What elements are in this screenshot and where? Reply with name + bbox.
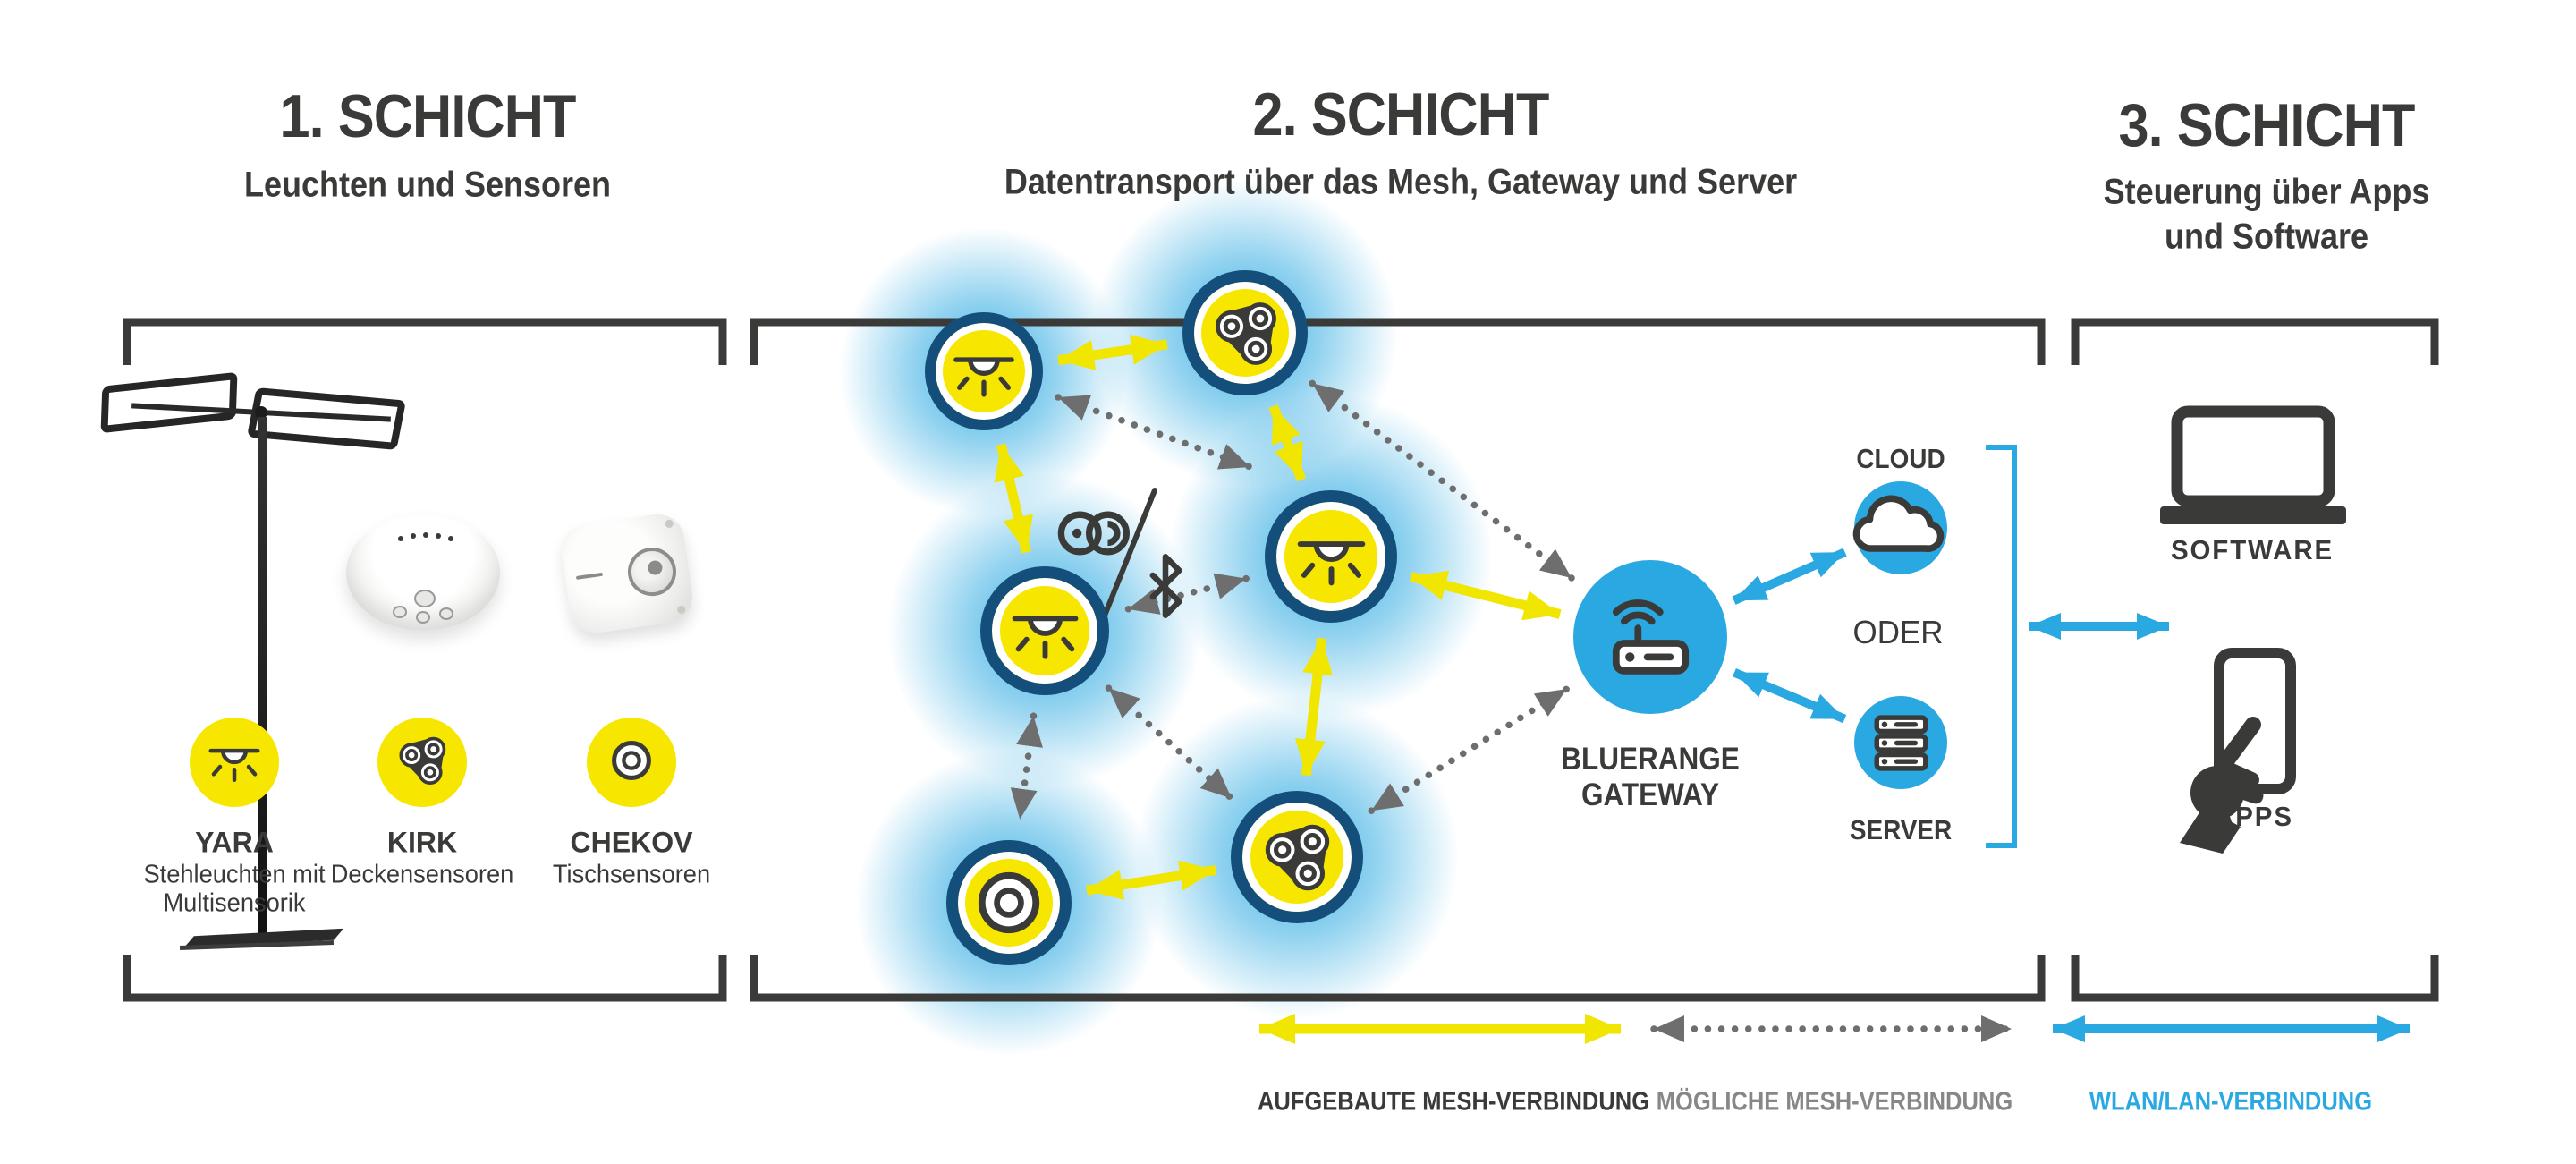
router-icon	[1593, 580, 1708, 695]
legend-wlan-label: WLAN/LAN-VERBINDUNG	[2089, 1087, 2373, 1117]
section-frame-4	[2071, 318, 2439, 365]
section-3-subtitle-line1: Steuerung über Apps	[2103, 172, 2430, 212]
kirk-name: KIRK	[386, 826, 458, 859]
node-A	[925, 312, 1043, 430]
kirk-desc-1: Deckensensoren	[330, 860, 514, 889]
section-1-subtitle: Leuchten und Sensoren	[243, 165, 612, 205]
lamp-icon	[950, 337, 1018, 405]
bluetooth-icon	[1144, 551, 1187, 625]
yara-desc-2: Multisensorik	[163, 888, 306, 918]
laptop-icon	[2155, 404, 2351, 534]
cluster-icon	[1202, 290, 1289, 377]
chekov-desk-sensor-photo	[558, 510, 696, 637]
gateway-label-line1: BLUERANGE	[1561, 742, 1740, 777]
kirk-icon	[377, 718, 467, 807]
oder-label: ODER	[1852, 614, 1944, 650]
section-3-subtitle-line2: und Software	[2164, 217, 2369, 257]
legend-possible-label: MÖGLICHE MESH-VERBINDUNG	[1656, 1087, 2013, 1117]
sensor-cluster-icon	[389, 727, 455, 798]
connection-GW-CLOUD	[1732, 548, 1847, 605]
section-frame-1	[123, 955, 727, 1002]
section-frame-0	[123, 318, 727, 365]
lamp-icon	[1293, 519, 1369, 595]
lamp-pole	[258, 417, 267, 936]
chekov-desc-1: Tischsensoren	[552, 860, 711, 889]
yara-name: YARA	[195, 826, 274, 859]
cluster-icon	[1251, 811, 1343, 903]
cloud-server-bracket	[1986, 445, 2017, 848]
node-D	[980, 566, 1109, 695]
lamp-icon	[206, 732, 263, 794]
legend-established-label: AUFGEBAUTE MESH-VERBINDUNG	[1257, 1087, 1650, 1117]
lamp-left-panel	[100, 371, 238, 434]
section-1-title: 1. SCHICHT	[279, 82, 576, 150]
concentric-rings-icon	[599, 728, 664, 797]
yara-floor-lamp-photo	[94, 360, 479, 968]
lamp-icon	[1008, 594, 1082, 668]
yara-desc-1: Stehleuchten mit	[143, 860, 326, 889]
lamp-joint	[255, 406, 267, 419]
chekov-name: CHEKOV	[570, 826, 693, 859]
node-CLOUD	[1852, 481, 1947, 574]
node-E	[946, 840, 1072, 965]
section-2-subtitle: Datentransport über das Mesh, Gateway un…	[1004, 162, 1798, 202]
server-icon	[1852, 694, 1950, 792]
mesh-logo-icon	[1052, 503, 1141, 568]
rings-icon	[959, 853, 1059, 953]
software-label: SOFTWARE	[2170, 534, 2334, 565]
gateway-label-line2: GATEWAY	[1580, 777, 1720, 812]
apps-label: APPS	[2215, 801, 2293, 832]
server-label: SERVER	[1849, 814, 1953, 845]
section-3-title: 3. SCHICHT	[2118, 91, 2415, 159]
node-SRV	[1854, 696, 1947, 789]
pointing-hand-icon	[2180, 717, 2264, 854]
yara-icon	[190, 718, 279, 807]
connection-GW-SRV	[1733, 668, 1847, 724]
phone-hand-icon	[2174, 646, 2326, 865]
kirk-ceiling-sensor-photo	[346, 514, 500, 631]
chekov-icon	[587, 718, 676, 807]
node-F	[1231, 791, 1363, 923]
section-frame-5	[2071, 955, 2439, 1002]
section-2-title: 2. SCHICHT	[1252, 81, 1549, 149]
node-B	[1182, 270, 1308, 395]
cloud-icon	[1845, 472, 1957, 584]
node-GW	[1573, 560, 1727, 714]
cloud-label: CLOUD	[1856, 443, 1945, 474]
node-C	[1265, 490, 1397, 623]
